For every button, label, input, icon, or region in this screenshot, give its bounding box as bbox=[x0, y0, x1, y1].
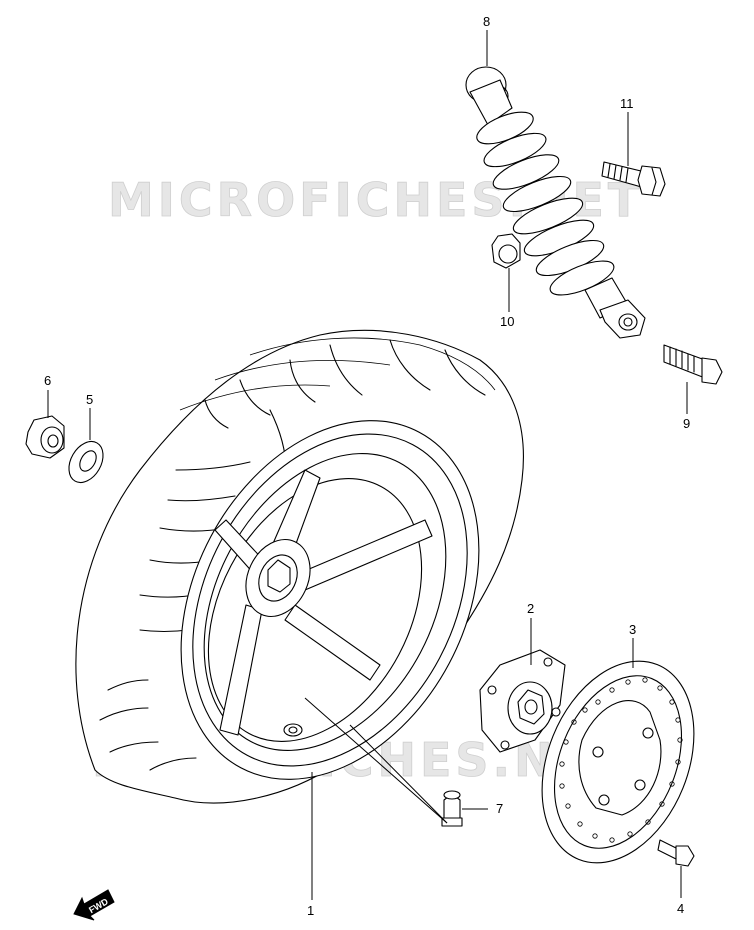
disc-vent-holes bbox=[559, 677, 683, 843]
leader-lines bbox=[47, 30, 688, 900]
tire-valve[interactable] bbox=[441, 790, 463, 827]
shock-upper-bolt[interactable] bbox=[601, 161, 666, 197]
tire-tread bbox=[99, 339, 486, 771]
callout-10: 10 bbox=[500, 314, 514, 329]
valve-hole bbox=[283, 723, 303, 737]
callout-9: 9 bbox=[683, 416, 690, 431]
callout-2: 2 bbox=[527, 601, 534, 616]
callout-11: 11 bbox=[620, 96, 634, 111]
callout-1: 1 bbox=[307, 903, 314, 918]
callout-5: 5 bbox=[86, 392, 93, 407]
rear-hub[interactable] bbox=[479, 649, 566, 753]
axle-washer[interactable] bbox=[62, 435, 110, 488]
brake-disc[interactable] bbox=[514, 638, 722, 885]
disc-bolt[interactable] bbox=[657, 839, 695, 867]
fwd-arrow-icon: FWD bbox=[73, 889, 115, 921]
callout-4: 4 bbox=[677, 901, 684, 916]
rear-shock-absorber[interactable] bbox=[465, 66, 646, 339]
axle-nut[interactable] bbox=[25, 415, 65, 459]
callout-6: 6 bbox=[44, 373, 51, 388]
shock-collar[interactable] bbox=[491, 233, 521, 269]
rear-wheel-assembly[interactable] bbox=[75, 329, 539, 831]
callout-3: 3 bbox=[629, 622, 636, 637]
callout-7: 7 bbox=[496, 801, 503, 816]
callout-8: 8 bbox=[483, 14, 490, 29]
shock-lower-bolt[interactable] bbox=[663, 344, 723, 385]
shock-spring bbox=[476, 111, 615, 296]
wheel-rim-outer bbox=[180, 420, 480, 780]
